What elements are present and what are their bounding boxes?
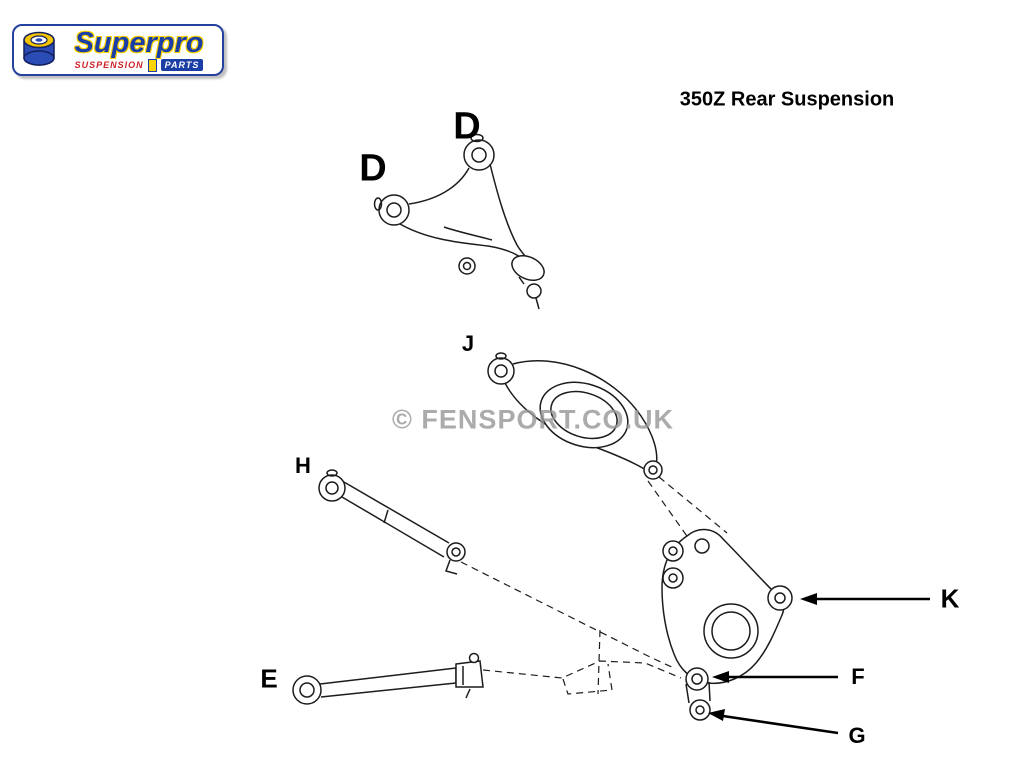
arrow-f [712, 671, 838, 683]
logo-tagline-suspension: Suspension [74, 60, 144, 70]
page-title: 350Z Rear Suspension [679, 88, 895, 111]
logo-tagline-parts: Parts [160, 59, 204, 71]
toe-arm-drawing [292, 652, 484, 705]
label-e-toe-arm: E [260, 663, 278, 694]
label-h-traction-rod: H [295, 453, 311, 478]
camber-arm-drawing [487, 352, 663, 480]
traction-rod-drawing [318, 469, 466, 575]
label-d-upper-arm-right: D [453, 105, 481, 148]
upper-control-arm-drawing [373, 133, 545, 310]
logo-text: Superpro Suspension Parts [64, 26, 214, 72]
superpro-logo: Superpro Suspension Parts [12, 24, 224, 76]
callout-arrows [708, 593, 930, 735]
assembly-dashed-lines [460, 476, 728, 695]
logo-divider [147, 58, 157, 72]
logo-tagline: Suspension Parts [74, 58, 204, 72]
label-j-camber-arm: J [461, 331, 475, 356]
hub-knuckle-drawing [661, 528, 793, 721]
label-k-knuckle-boss: K [940, 583, 960, 614]
arrow-k [800, 593, 930, 605]
label-f-lower-lug: F [851, 664, 865, 689]
bushing-icon [23, 31, 55, 66]
arrow-g [708, 709, 839, 735]
label-d-upper-arm-left: D [359, 147, 387, 190]
logo-brand: Superpro [74, 26, 204, 59]
label-g-lower-lug: G [848, 723, 866, 748]
